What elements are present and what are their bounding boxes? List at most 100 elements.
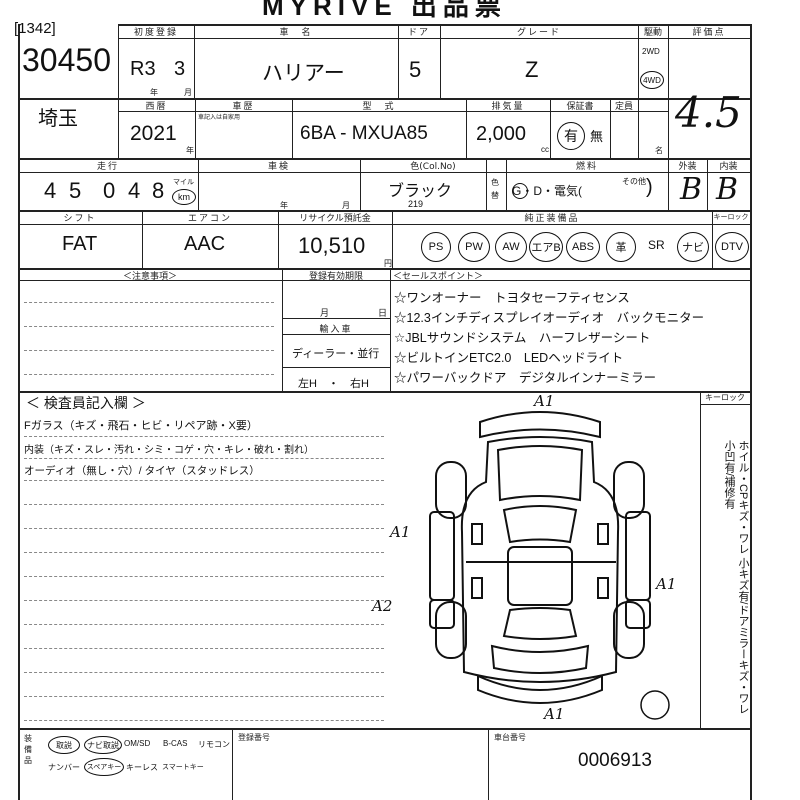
entry-number: 30450 [22,42,111,78]
wheel-side-text: ホイル・CPキズ・ワレ 小キズ有/ドアミラーキズ・ワレ 小凹有/補修有 [723,440,749,715]
aircon-value: AAC [184,233,226,255]
equip-pw: PW [458,232,490,262]
inspector-line-3: オーディオ（無し・穴）/ タイヤ（スタッドレス） [24,465,260,477]
equip-abs: ABS [566,232,600,262]
history-note: 車記入は自家用 [198,114,241,121]
notes-label: ＜注意事項＞ [122,272,177,282]
first-reg-month: 3 [174,58,186,80]
recycle-yen: 円 [384,259,392,268]
mileage-d3: 4 [128,178,141,203]
bottom-remote: リモコン [198,740,230,749]
sales-points-label: ＜セールスポイント＞ [393,272,484,282]
damage-mark-left-rear: A2 [372,597,393,615]
score-value: 4.5 [675,88,742,137]
sales-point-2: ☆12.3インチディスプレイオーディオ バックモニター [394,311,705,325]
equip-aw: AW [495,232,527,262]
bottom-manual: 取説 [48,736,80,754]
first-reg-label: 初度登録 [133,28,178,38]
warranty-no: 無 [590,129,604,144]
grade-value: Z [525,57,539,82]
dealer-label: ディーラー・並行 [292,348,380,360]
bottom-label: 装備品 [24,734,32,765]
mileage-mile: マイル [173,179,194,186]
chassis-label: 車台番号 [494,733,526,742]
score-label: 評価点 [692,28,726,38]
capacity-label: 定員 [614,102,633,112]
fuel-gasoline-mark [512,183,528,199]
reg-expiry-label: 登録有効期限 [308,272,363,282]
color-number: 219 [408,199,424,209]
mileage-d2: 0 [103,178,116,203]
bottom-om-sd: OM/SD [124,739,151,748]
drive-label: 駆動 [643,28,662,38]
equip-navi: ナビ [677,232,709,262]
equipment-label: 純正装備品 [524,214,580,224]
shaken-year-unit: 年 [280,201,290,210]
equip-airbag: エアB [529,232,563,262]
shaken-month-unit: 月 [342,201,352,210]
grade-label: グレード [516,28,561,38]
inspector-label: ＜ 検査員記入欄 ＞ [26,395,146,411]
doors-value: 5 [409,57,422,82]
damage-mark-rear: A1 [544,705,565,723]
handle-label: 左H ・ 右H [298,378,369,390]
drive-2wd: 2WD [642,47,660,56]
car-name: ハリアー [262,62,345,85]
keylock-top-label: キーロック [713,213,749,221]
bottom-spare-key: スペアキー [84,758,124,776]
shift-label: シフト [63,214,97,224]
bottom-number: ナンバー [48,763,80,772]
sales-point-4: ☆ビルトインETC2.0 LEDヘッドライト [394,351,624,365]
car-name-label: 車 名 [279,28,313,38]
warranty-yes: 有 [557,122,585,150]
mileage-d0: 4 [44,178,57,203]
bottom-bcas: B-CAS [163,739,188,748]
equip-leather: 革 [606,232,636,262]
interior-grade: B [716,172,739,207]
sales-point-3: ☆JBLサウンドシステム ハーフレザーシート [394,331,651,345]
sheet-title: MYRIVE 出品票 [262,0,507,21]
damage-mark-front: A1 [534,392,555,410]
equip-sunroof: SR [648,238,665,252]
lot-number: [1342] [14,20,56,37]
exterior-grade: B [680,172,703,207]
reg-number-label: 登録番号 [238,733,270,742]
interior-label: 内装 [719,162,738,172]
recycle-label: リサイクル預託金 [299,214,371,224]
first-reg-month-unit: 月 [184,88,194,97]
exterior-label: 外装 [678,162,697,172]
model-type: 6BA - MXUA85 [300,123,428,144]
shift-value: FAT [62,233,98,255]
capacity-unit: 名 [655,146,665,155]
fuel-options: G・D・電気( [512,184,582,198]
sales-point-1: ☆ワンオーナー トヨタセーフティセンス [394,291,630,305]
reg-month: 月 [320,309,332,319]
chassis-number: 0006913 [578,750,652,771]
inspector-line-2: 内装（キズ・スレ・汚れ・シミ・コゲ・穴・キレ・破れ・割れ） [24,445,314,456]
sales-point-5: ☆パワーバックドア デジタルインナーミラー [394,371,657,385]
shaken-label: 車検 [267,162,290,172]
cc-unit: cc [541,145,549,154]
equip-ps: PS [421,232,451,262]
first-reg-year-unit: 年 [150,88,160,97]
bottom-navi-manual: ナビ取説 [84,736,122,754]
first-reg-era: R3 [130,58,156,80]
right-border [750,24,752,800]
color-label: 色(Col.No) [410,162,456,172]
western-year-label: 西暦 [145,102,168,112]
reg-day: 日 [378,309,390,319]
recycle-fee: 10,510 [298,233,366,258]
aircon-label: エアコン [187,214,232,224]
mileage-km: km [172,189,196,205]
car-damage-diagram [429,411,670,720]
equip-dtv: DTV [715,232,749,262]
mileage-d1: 5 [69,178,82,203]
left-border [18,24,20,800]
mileage-label: 走行 [96,162,119,172]
bottom-keyless: キーレス [126,763,158,772]
inspector-line-1: Fガラス（キズ・飛石・ヒビ・リペア跡・X要） [24,420,258,432]
displacement-label: 排気量 [491,102,525,112]
model-year: 2021 [130,122,177,145]
bottom-smart-key: スマートキー [162,764,204,771]
color-change-label: 色替 [491,178,499,200]
